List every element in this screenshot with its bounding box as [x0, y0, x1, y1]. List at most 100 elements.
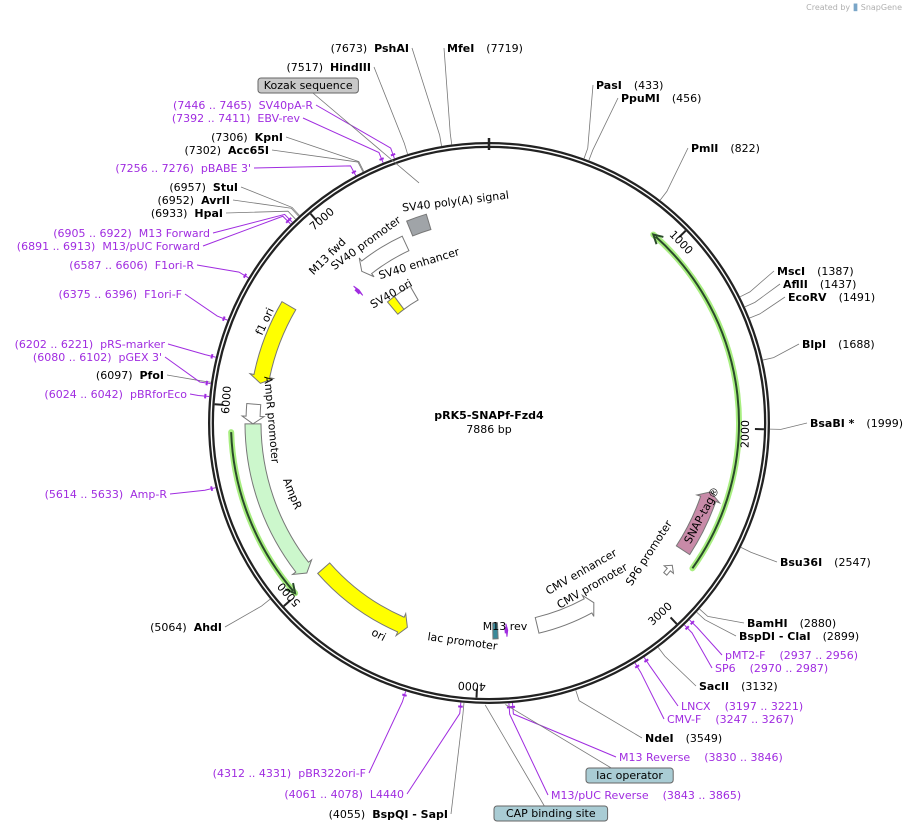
primer-name: Amp-R [130, 488, 167, 501]
primer-site-m13-puc-forward: (6891 .. 6913)M13/pUC Forward [17, 240, 200, 253]
feature-cmv-enhancer [534, 593, 595, 634]
plasmid-length: 7886 bp [466, 423, 511, 436]
primer-line-amp-r [169, 487, 216, 495]
primer-line-pgex-3 [164, 356, 211, 385]
enzyme-site-pmli: PmlI(822) [691, 142, 760, 155]
enzyme-line-bspqi-sapi [450, 702, 465, 815]
primer-line-sv40pa-r [315, 104, 395, 159]
enzyme-line-pshai [411, 47, 442, 147]
primer-site-pmt2-f: pMT2-F(2937 .. 2956) [725, 649, 858, 662]
enzyme-name: MfeI [447, 42, 474, 55]
primer-name: M13 Reverse [619, 751, 690, 764]
primer-range: (5614 .. 5633) [45, 488, 124, 501]
enzyme-position: (1437) [820, 278, 857, 291]
primer-name: M13 Forward [139, 227, 210, 240]
primer-mark-pmt2-f [690, 620, 695, 626]
primer-line-l4440 [406, 702, 462, 795]
orf-line-orf-snap-fzd4 [654, 235, 740, 569]
boxed-label-bg-lac-operator [585, 767, 674, 784]
primer-site-m13-puc-reverse: M13/pUC Reverse(3843 .. 3865) [551, 789, 741, 802]
enzyme-line-blpi [762, 343, 800, 361]
primer-line-pbabe-3 [253, 165, 357, 176]
plasmid-name: pRK5-SNAPf-Fzd4 [434, 409, 544, 422]
enzyme-site-bsabi: BsaBI *(1999) [810, 417, 903, 430]
boxed-label-lac-operator: lac operator [596, 769, 663, 782]
enzyme-position: (7719) [486, 42, 523, 55]
feature-f1-ori [248, 300, 297, 384]
enzyme-position: (2899) [823, 630, 860, 643]
enzyme-line-ndei [575, 690, 643, 739]
enzyme-line-mfei [443, 47, 453, 145]
primer-name: M13/pUC Reverse [551, 789, 649, 802]
boxed-label-cap-binding-site: CAP binding site [506, 807, 596, 820]
label-line-layer [164, 47, 808, 818]
primer-site-lncx: LNCX(3197 .. 3221) [681, 700, 803, 713]
primer-site-prs-marker: (6202 .. 6221)pRS-marker [15, 338, 166, 351]
enzyme-site-avrii: (6952)AvrII [158, 194, 230, 207]
feature-layer [240, 213, 722, 640]
enzyme-line-avrii [232, 199, 299, 217]
primer-name: pRS-marker [100, 338, 165, 351]
primer-mark-lncx [643, 658, 649, 663]
primer-range: (2937 .. 2956) [780, 649, 859, 662]
enzyme-position: (3132) [741, 680, 778, 693]
feature-sp6-promoter [662, 564, 675, 576]
primer-site-f1ori-r: (6587 .. 6606)F1ori-R [69, 259, 194, 272]
enzyme-position: (4055) [329, 808, 366, 821]
enzyme-line-msci [739, 270, 775, 298]
primer-site-amp-r: (5614 .. 5633) Amp-R [45, 488, 168, 501]
primer-site-cmv-f: CMV-F(3247 .. 3267) [667, 713, 794, 726]
feature-m13-fwd [353, 285, 364, 296]
primer-line-lncx [643, 657, 679, 707]
primer-mark-pgex-3 [205, 380, 209, 386]
feature-sv40-enhancer [393, 285, 419, 310]
primer-range: (6080 .. 6102) [33, 351, 112, 364]
enzyme-name: BlpI [802, 338, 826, 351]
enzyme-name: AvrII [201, 194, 230, 207]
enzyme-site-bsu36i: Bsu36I(2547) [780, 556, 871, 569]
feature-ampr-promoter [240, 403, 266, 425]
enzyme-name: NdeI [645, 732, 674, 745]
enzyme-site-stui: (6957) StuI [169, 181, 238, 194]
enzyme-position: (6933) [151, 207, 188, 220]
primer-line-prs-marker [167, 343, 216, 358]
primer-range: (6905 .. 6922) [53, 227, 132, 240]
enzyme-line-bspdi-clai [696, 611, 737, 637]
enzyme-position: (433) [634, 79, 664, 92]
tick-label-2000: 2000 [738, 420, 752, 448]
primer-name: F1ori-R [155, 259, 195, 272]
enzyme-site-pasi: PasI(433) [596, 79, 663, 92]
primer-mark-cmv-f [634, 664, 640, 669]
primer-site-pbr322ori-f: (4312 .. 4331)pBR322ori-F [213, 767, 366, 780]
enzyme-name: BspDI - ClaI [739, 630, 811, 643]
primer-line-sp6 [684, 624, 713, 669]
enzyme-position: (6957) [169, 181, 206, 194]
primer-range: (2970 .. 2987) [750, 662, 829, 675]
enzyme-line-pmli [659, 147, 689, 201]
enzyme-position: (1688) [838, 338, 875, 351]
enzyme-site-ecorv: EcoRV(1491) [788, 291, 875, 304]
enzyme-name: StuI [213, 181, 238, 194]
enzyme-line-ahdi [224, 598, 271, 628]
primer-name: M13/pUC Forward [102, 240, 200, 253]
enzyme-name: BamHI [747, 617, 788, 630]
enzyme-position: (1387) [817, 265, 854, 278]
tick-mark-3000 [669, 616, 678, 625]
boxed-label-bg-kozak-sequence [257, 77, 359, 94]
primer-line-f1ori-f [184, 293, 228, 321]
backbone [208, 138, 770, 704]
orf-arrowhead-orf-ampr [284, 582, 297, 595]
credit-prefix: Created by [806, 3, 851, 12]
primer-range: (7392 .. 7411) [172, 112, 251, 125]
enzyme-name: SacII [699, 680, 729, 693]
enzyme-line-kpni [285, 136, 365, 172]
enzyme-site-mfei: MfeI (7719) [447, 42, 523, 55]
tick-label-4000: 4000 [458, 679, 487, 693]
snapgene-logo-icon: ▮ [852, 2, 859, 13]
enzyme-site-ndei: NdeI(3549) [645, 732, 722, 745]
primer-site-pgex-3: (6080 .. 6102)pGEX 3' [33, 351, 162, 364]
primer-name: SV40pA-R [259, 99, 314, 112]
primer-line-cmv-f [634, 662, 665, 720]
enzyme-line-ppumi [588, 97, 619, 161]
